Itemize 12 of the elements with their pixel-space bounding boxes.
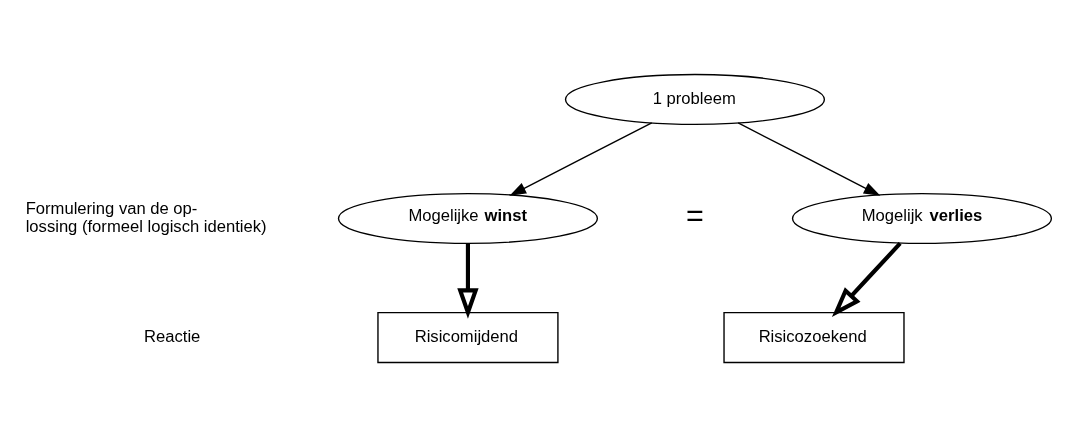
arrow bbox=[457, 243, 479, 319]
node-box: Risicomijdend bbox=[377, 311, 559, 364]
arrow bbox=[831, 242, 902, 317]
arrow bbox=[509, 122, 653, 196]
node-ellipse: Mogelijk verlies bbox=[791, 192, 1053, 245]
label: Formulering van de op- lossing (formeel logisch identiek) bbox=[25, 198, 267, 236]
arrow bbox=[737, 122, 881, 196]
node-ellipse: 1 probleem bbox=[564, 73, 826, 126]
node-box: Risicozoekend bbox=[723, 311, 905, 364]
label: Reactie bbox=[144, 326, 201, 346]
node-ellipse: Mogelijke winst bbox=[337, 192, 599, 245]
label: = bbox=[685, 198, 704, 233]
